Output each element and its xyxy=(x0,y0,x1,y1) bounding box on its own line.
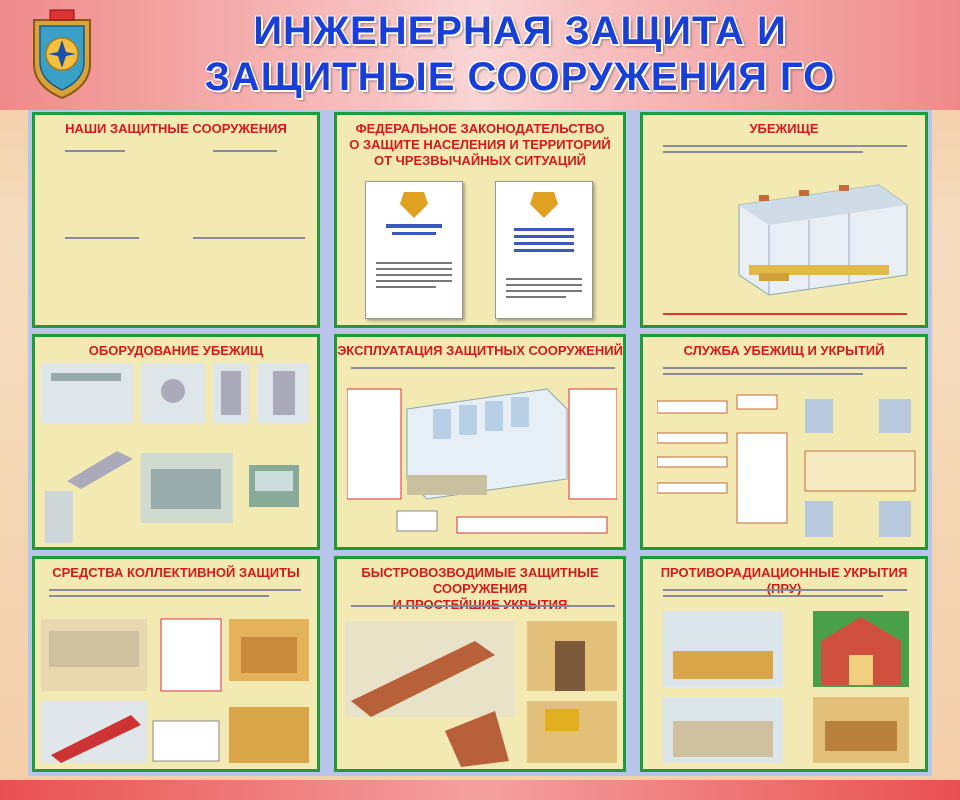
caption-line xyxy=(49,589,301,591)
panel-anti-radiation-shelters: ПРОТИВОРАДИАЦИОННЫЕ УКРЫТИЯ (ПРУ) xyxy=(640,556,928,772)
panel-title-line: ОБОРУДОВАНИЕ УБЕЖИЩ xyxy=(88,343,264,358)
anti-radiation-shelter-images xyxy=(663,611,909,763)
caption-line xyxy=(65,237,139,239)
panel-title-line: СРЕДСТВА КОЛЛЕКТИВНОЙ ЗАЩИТЫ xyxy=(52,565,300,580)
panel-title: НАШИ ЗАЩИТНЫЕ СООРУЖЕНИЯ xyxy=(35,121,317,137)
header-band xyxy=(0,0,960,110)
collective-protection-images xyxy=(41,618,309,763)
panel-title: СРЕДСТВА КОЛЛЕКТИВНОЙ ЗАЩИТЫ xyxy=(35,565,317,581)
caption-line xyxy=(663,313,907,315)
footer-band xyxy=(0,780,960,800)
panel-title-line: ФЕДЕРАЛЬНОЕ ЗАКОНОДАТЕЛЬСТВО xyxy=(355,121,605,136)
panel-title-line: ОТ ЧРЕЗВЫЧАЙНЫХ СИТУАЦИЙ xyxy=(373,153,587,168)
coat-of-arms-icon xyxy=(376,192,452,288)
poster-title: ИНЖЕНЕРНАЯ ЗАЩИТА И ЗАЩИТНЫЕ СООРУЖЕНИЯ … xyxy=(130,8,910,100)
caption-line xyxy=(65,150,125,152)
caption-line xyxy=(213,150,277,152)
panel-title: ФЕДЕРАЛЬНОЕ ЗАКОНОДАТЕЛЬСТВО О ЗАЩИТЕ НА… xyxy=(337,121,623,169)
title-line-1: ИНЖЕНЕРНАЯ ЗАЩИТА И xyxy=(253,9,787,53)
caption-line xyxy=(663,367,907,369)
panel-title-line: СЛУЖБА УБЕЖИЩ И УКРЫТИЙ xyxy=(683,343,885,358)
title-line-2: ЗАЩИТНЫЕ СООРУЖЕНИЯ ГО xyxy=(204,55,836,99)
panel-title-line: И ПРОСТЕЙШИЕ УКРЫТИЯ xyxy=(337,597,623,613)
caption-line xyxy=(49,595,269,597)
panel-federal-legislation: ФЕДЕРАЛЬНОЕ ЗАКОНОДАТЕЛЬСТВО О ЗАЩИТЕ НА… xyxy=(334,112,626,328)
caption-line xyxy=(663,151,863,153)
caption-line xyxy=(663,145,907,147)
panel-title-line: БЫСТРОВОЗВОДИМЫЕ ЗАЩИТНЫЕ СООРУЖЕНИЯ xyxy=(361,565,599,596)
coat-of-arms-icon xyxy=(506,192,582,298)
panel-title-line: НАШИ ЗАЩИТНЫЕ СООРУЖЕНИЯ xyxy=(65,121,287,136)
panel-title: ЭКСПЛУАТАЦИЯ ЗАЩИТНЫХ СООРУЖЕНИЙ xyxy=(337,343,623,359)
caption-line xyxy=(351,605,615,607)
panel-title-line: УБЕЖИЩЕ xyxy=(749,121,819,136)
caption-line xyxy=(193,237,305,239)
shelter-operation-image xyxy=(347,388,617,534)
panel-our-shelters: НАШИ ЗАЩИТНЫЕ СООРУЖЕНИЯ xyxy=(32,112,320,328)
panel-title-line: ПРОТИВОРАДИАЦИОННЫЕ УКРЫТИЯ (ПРУ) xyxy=(660,565,908,596)
panel-title-line: ЭКСПЛУАТАЦИЯ ЗАЩИТНЫХ СООРУЖЕНИЙ xyxy=(337,343,623,358)
caption-line xyxy=(663,373,863,375)
panel-title-line: О ЗАЩИТЕ НАСЕЛЕНИЯ И ТЕРРИТОРИЙ xyxy=(349,137,611,152)
caption-line xyxy=(351,367,615,369)
panel-collective-protection: СРЕДСТВА КОЛЛЕКТИВНОЙ ЗАЩИТЫ xyxy=(32,556,320,772)
panel-quick-build-shelters: БЫСТРОВОЗВОДИМЫЕ ЗАЩИТНЫЕ СООРУЖЕНИЯ И П… xyxy=(334,556,626,772)
shelter-building-image xyxy=(738,184,908,296)
service-org-chart xyxy=(657,394,916,537)
panel-title: ОБОРУДОВАНИЕ УБЕЖИЩ xyxy=(35,343,317,359)
quick-build-shelter-images xyxy=(345,621,617,767)
caption-line xyxy=(663,589,907,591)
emchs-emblem-icon xyxy=(33,9,91,100)
panel-shelter-equipment: ОБОРУДОВАНИЕ УБЕЖИЩ xyxy=(32,334,320,550)
panel-title: БЫСТРОВОЗВОДИМЫЕ ЗАЩИТНЫЕ СООРУЖЕНИЯ И П… xyxy=(337,565,623,613)
panel-shelter: УБЕЖИЩЕ xyxy=(640,112,928,328)
caption-line xyxy=(663,595,883,597)
panel-title: ПРОТИВОРАДИАЦИОННЫЕ УКРЫТИЯ (ПРУ) xyxy=(643,565,925,597)
panel-shelter-operation: ЭКСПЛУАТАЦИЯ ЗАЩИТНЫХ СООРУЖЕНИЙ xyxy=(334,334,626,550)
panel-shelter-service: СЛУЖБА УБЕЖИЩ И УКРЫТИЙ xyxy=(640,334,928,550)
panel-title: СЛУЖБА УБЕЖИЩ И УКРЫТИЙ xyxy=(643,343,925,359)
equipment-images xyxy=(41,363,309,543)
panel-title: УБЕЖИЩЕ xyxy=(643,121,925,137)
document-image xyxy=(495,181,593,319)
document-image xyxy=(365,181,463,319)
